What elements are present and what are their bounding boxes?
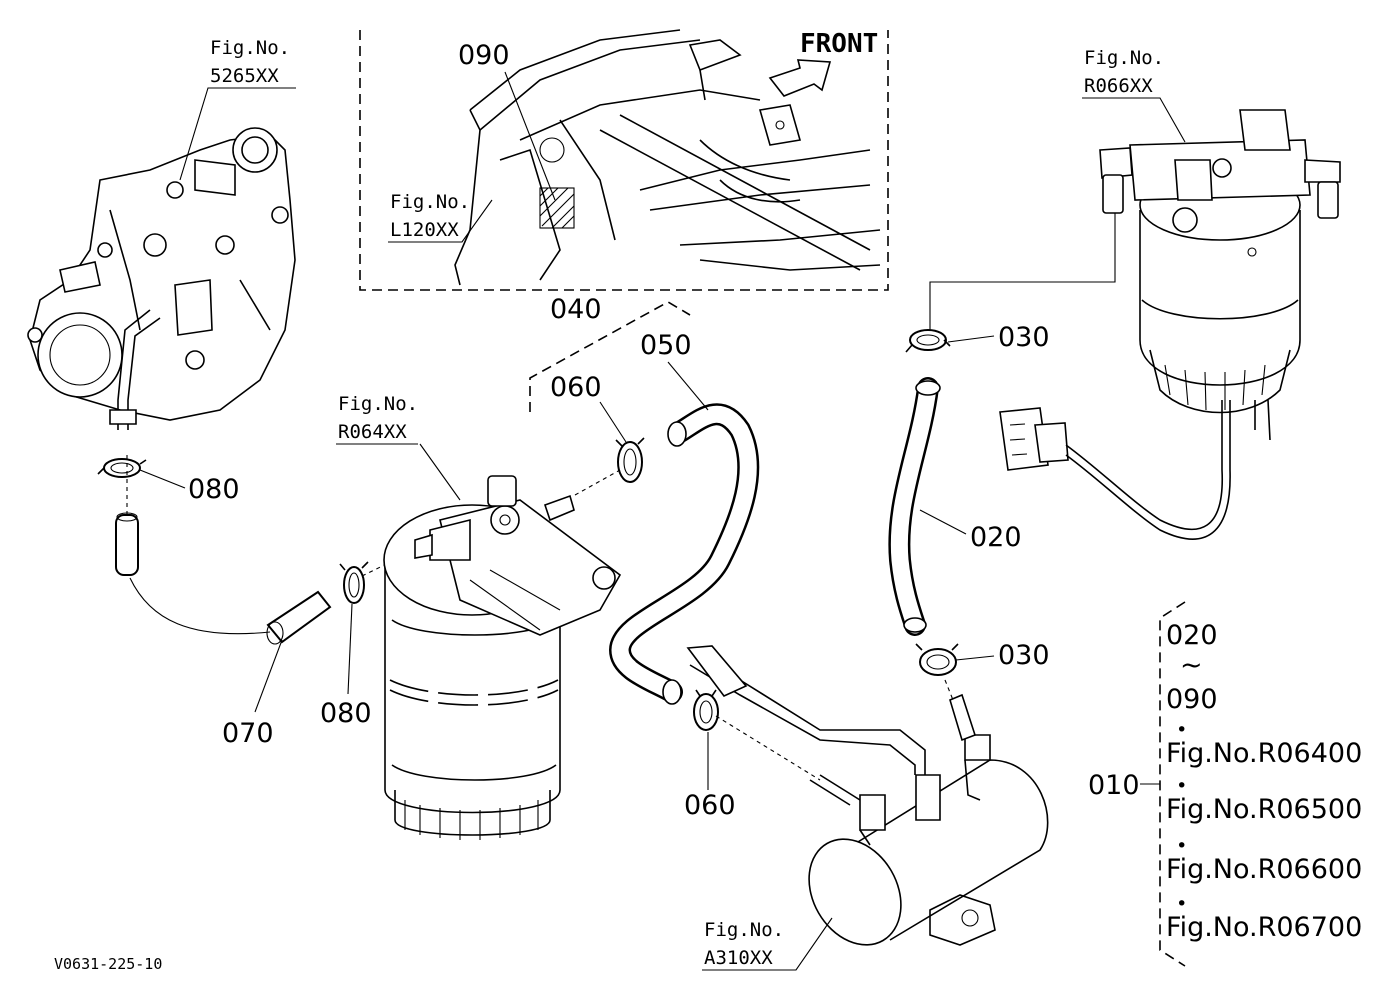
figure-code: V0631-225-10 <box>54 955 162 973</box>
wiring-connector <box>999 407 1069 471</box>
fuel-filter <box>383 475 622 840</box>
callout-040: 040 <box>550 294 602 325</box>
legend-item: Fig.No.R06600 <box>1166 854 1362 885</box>
legend-item: Fig.No.R06500 <box>1166 794 1362 825</box>
callout-080-lower: 080 <box>320 698 372 729</box>
callout-020: 020 <box>970 522 1022 553</box>
legend-item: Fig.No.R06700 <box>1166 912 1362 943</box>
injection-pump <box>27 127 296 430</box>
callout-070: 070 <box>222 718 274 749</box>
callout-060-upper: 060 <box>550 372 602 403</box>
clamp-030-lower <box>915 643 959 676</box>
electric-fuel-pump <box>808 734 1049 946</box>
callout-030-lower: 030 <box>998 640 1050 671</box>
callout-090: 090 <box>458 40 510 71</box>
inset-detail-view: FRONT 090 Fig.No. L120XX <box>359 29 889 291</box>
label-plate <box>539 187 575 229</box>
legend-dot: • <box>1176 719 1187 741</box>
callout-010: 010 <box>1088 770 1140 801</box>
callout-030-upper: 030 <box>998 322 1050 353</box>
legend-dot: • <box>1176 775 1187 797</box>
front-arrow-icon <box>768 59 832 97</box>
legend-range-end: 090 <box>1166 684 1218 715</box>
clamp-060-lower <box>693 689 719 731</box>
hose-050 <box>609 403 760 705</box>
clamp-030-upper <box>905 329 951 353</box>
fig-ref-r064-number: R064XX <box>338 421 407 443</box>
fig-ref-a310-title: Fig.No. <box>704 919 784 941</box>
front-label: FRONT <box>800 29 878 59</box>
fig-ref-l120-number: L120XX <box>390 219 459 241</box>
legend-range-start: 020 <box>1166 620 1218 651</box>
hose-020 <box>888 377 941 636</box>
callout-080-upper: 080 <box>188 474 240 505</box>
callout-050: 050 <box>640 330 692 361</box>
fig-ref-r066-number: R066XX <box>1084 75 1153 97</box>
fig-ref-5265-number: 5265XX <box>210 65 279 87</box>
bracket-040: 040 <box>529 294 691 412</box>
fig-ref-a310-number: A310XX <box>704 947 773 969</box>
callout-060-lower: 060 <box>684 790 736 821</box>
legend-dot: • <box>1176 893 1187 915</box>
fig-ref-r064-title: Fig.No. <box>338 393 418 415</box>
hose-070 <box>266 590 332 645</box>
fig-ref-l120-title: Fig.No. <box>390 191 470 213</box>
fig-ref-5265-title: Fig.No. <box>210 37 290 59</box>
short-hose <box>115 512 139 576</box>
legend-dot: • <box>1176 835 1187 857</box>
fig-ref-r066-title: Fig.No. <box>1084 47 1164 69</box>
clamp-080-upper <box>97 458 147 478</box>
clamp-060-upper <box>615 437 645 483</box>
legend-item: Fig.No.R06400 <box>1166 738 1362 769</box>
legend-range-sep: ~ <box>1180 650 1203 681</box>
clamp-080-lower <box>339 561 369 604</box>
legend-010: 010 020 ~ 090 • Fig.No.R06400 • Fig.No.R… <box>1088 601 1362 967</box>
water-separator <box>1099 109 1341 441</box>
